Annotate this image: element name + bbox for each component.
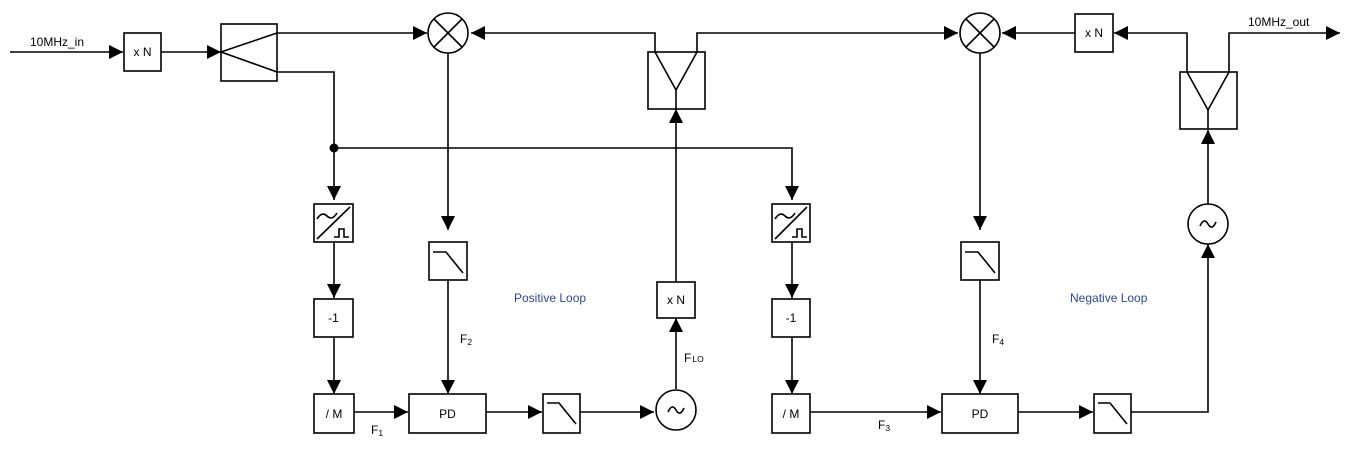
output-signal-label: 10MHz_out xyxy=(1248,15,1310,29)
negative-comparator xyxy=(771,203,811,243)
positive-lowpass-filter-a xyxy=(428,241,468,281)
svg-text:/ M: / M xyxy=(326,407,343,421)
negative-mixer xyxy=(959,12,1001,54)
output-oscillator xyxy=(1187,203,1229,245)
lo-multiplier-block: x N xyxy=(656,281,696,319)
positive-lowpass-filter-b xyxy=(542,393,581,434)
svg-text:PD: PD xyxy=(972,407,989,421)
negative-divider-block: / M xyxy=(771,393,811,434)
input-splitter xyxy=(218,23,278,82)
output-multiplier-block: x N xyxy=(1074,13,1114,53)
negative-lowpass-filter-a xyxy=(960,241,1000,281)
input-signal-label: 10MHz_in xyxy=(30,35,84,49)
flo-label: FLO xyxy=(684,351,704,365)
svg-text:x N: x N xyxy=(667,293,685,307)
svg-text:x N: x N xyxy=(134,45,152,59)
f3-label: F3 xyxy=(878,418,890,433)
positive-phase-detector: PD xyxy=(408,393,487,434)
oscillator-icon xyxy=(667,406,685,414)
lowpass-filter-icon xyxy=(547,402,577,425)
negative-phase-detector: PD xyxy=(941,393,1019,434)
comparator-icon xyxy=(774,206,808,240)
local-oscillator xyxy=(655,389,697,431)
splitter-icon xyxy=(218,32,278,73)
wires xyxy=(10,26,1340,419)
comparator-icon xyxy=(316,206,351,240)
lowpass-filter-icon xyxy=(1098,402,1128,425)
lowpass-filter-icon xyxy=(965,251,996,274)
f4-label: F4 xyxy=(992,332,1004,347)
svg-text:x N: x N xyxy=(1085,26,1103,40)
lowpass-filter-icon xyxy=(433,251,464,274)
junction-dot xyxy=(329,143,339,153)
negative-loop-label: Negative Loop xyxy=(1070,291,1148,305)
mixer-icon xyxy=(433,18,463,48)
positive-mixer xyxy=(427,12,469,54)
svg-text:/ M: / M xyxy=(783,407,800,421)
lo-splitter xyxy=(647,51,706,110)
negative-inverter-block: -1 xyxy=(771,298,811,338)
positive-loop-label: Positive Loop xyxy=(514,291,586,305)
svg-text:-1: -1 xyxy=(786,311,797,325)
input-multiplier-block: x N xyxy=(123,32,162,72)
positive-comparator xyxy=(313,203,354,243)
positive-divider-block: / M xyxy=(313,393,355,434)
f2-label: F2 xyxy=(460,332,472,347)
oscillator-icon xyxy=(1199,220,1217,228)
mixer-icon xyxy=(965,18,995,48)
positive-inverter-block: -1 xyxy=(313,298,354,338)
output-splitter xyxy=(1179,71,1238,130)
f1-label: F1 xyxy=(371,423,383,438)
negative-lowpass-filter-b xyxy=(1093,393,1132,434)
svg-text:-1: -1 xyxy=(328,311,339,325)
svg-text:PD: PD xyxy=(439,407,456,421)
